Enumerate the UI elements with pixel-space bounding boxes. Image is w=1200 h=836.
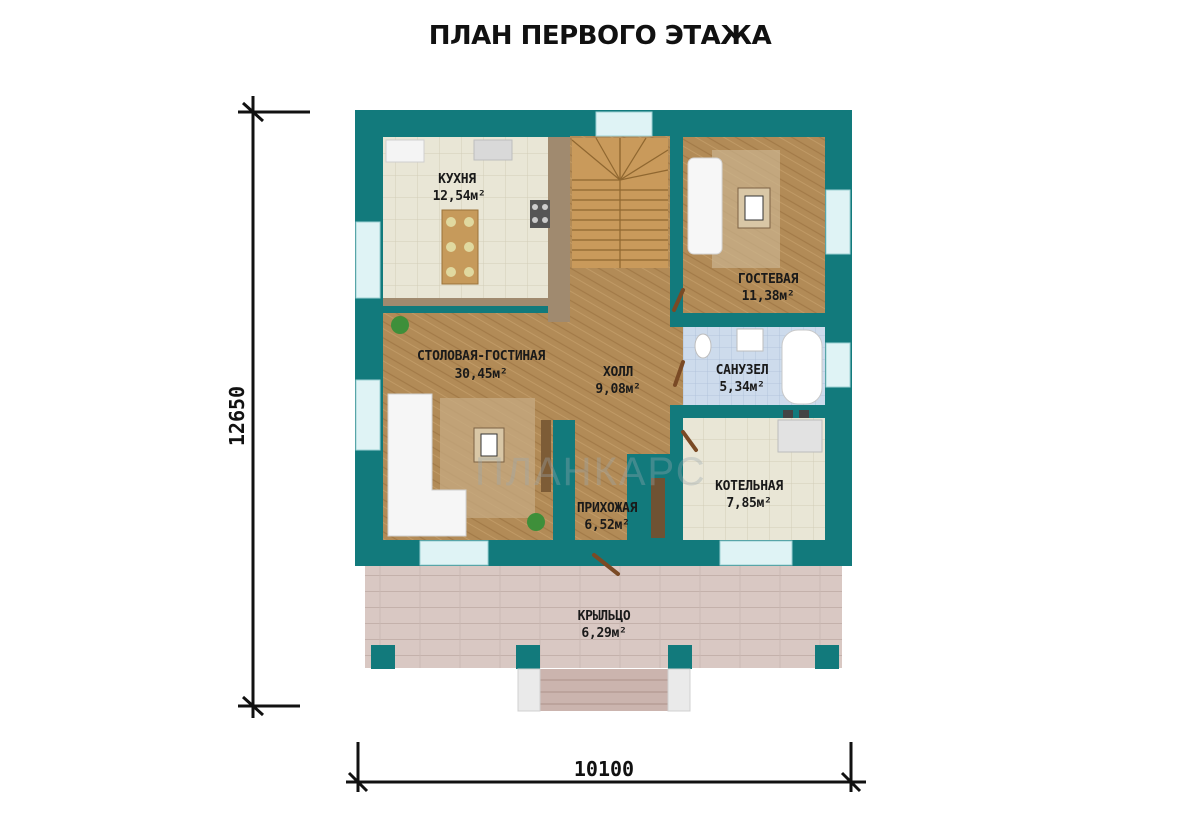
living-area: 30,45м²: [455, 367, 508, 382]
entry-area: 6,52м²: [584, 518, 629, 533]
width-dimension: 10100: [346, 742, 866, 793]
porch-name: КРЫЛЬЦО: [578, 609, 631, 624]
entry-closet: [651, 478, 665, 538]
hall-area: 9,08м²: [595, 382, 640, 397]
inner-walls: [553, 136, 825, 540]
porch-column: [668, 645, 692, 669]
porch-column: [516, 645, 540, 669]
height-dimension-label: 12650: [225, 386, 249, 446]
room-labels: КУХНЯ 12,54м² ГОСТЕВАЯ 11,38м² СТОЛОВАЯ-…: [417, 172, 799, 641]
height-dimension: 12650: [225, 96, 310, 718]
porch-column: [815, 645, 839, 669]
kitchen-area: 12,54м²: [433, 189, 486, 204]
kitchen-partition: [383, 298, 548, 306]
staircase: [571, 137, 669, 268]
guest-furniture: [687, 150, 780, 268]
guest-area: 11,38м²: [742, 289, 795, 304]
doors: [592, 288, 698, 576]
porch-column: [371, 645, 395, 669]
living-furniture: [387, 316, 551, 537]
kitchen-name: КУХНЯ: [438, 172, 476, 187]
boiler-area: 7,85м²: [726, 496, 771, 511]
bath-name: САНУЗЕЛ: [716, 363, 769, 378]
entry-floor: [575, 455, 627, 540]
watermark-text: ПЛАНКАРС: [475, 450, 707, 494]
kitchen-furniture: [385, 139, 550, 285]
guest-name: ГОСТЕВАЯ: [738, 272, 799, 287]
kitchen-partition: [548, 137, 570, 322]
plan-title: ПЛАН ПЕРВОГО ЭТАЖА: [429, 21, 772, 51]
porch-area: 6,29м²: [581, 626, 626, 641]
hall-name: ХОЛЛ: [603, 365, 633, 380]
porch-steps: [517, 668, 691, 712]
boiler-name: КОТЕЛЬНАЯ: [715, 479, 783, 494]
boiler-equipment: [777, 410, 823, 453]
windows: [355, 111, 851, 566]
entry-name: ПРИХОЖАЯ: [577, 501, 638, 516]
bathroom-fixtures: [694, 328, 823, 405]
width-dimension-label: 10100: [574, 757, 634, 781]
living-name: СТОЛОВАЯ-ГОСТИНАЯ: [417, 349, 545, 364]
porch-deck: [365, 566, 842, 668]
bath-area: 5,34м²: [719, 380, 764, 395]
